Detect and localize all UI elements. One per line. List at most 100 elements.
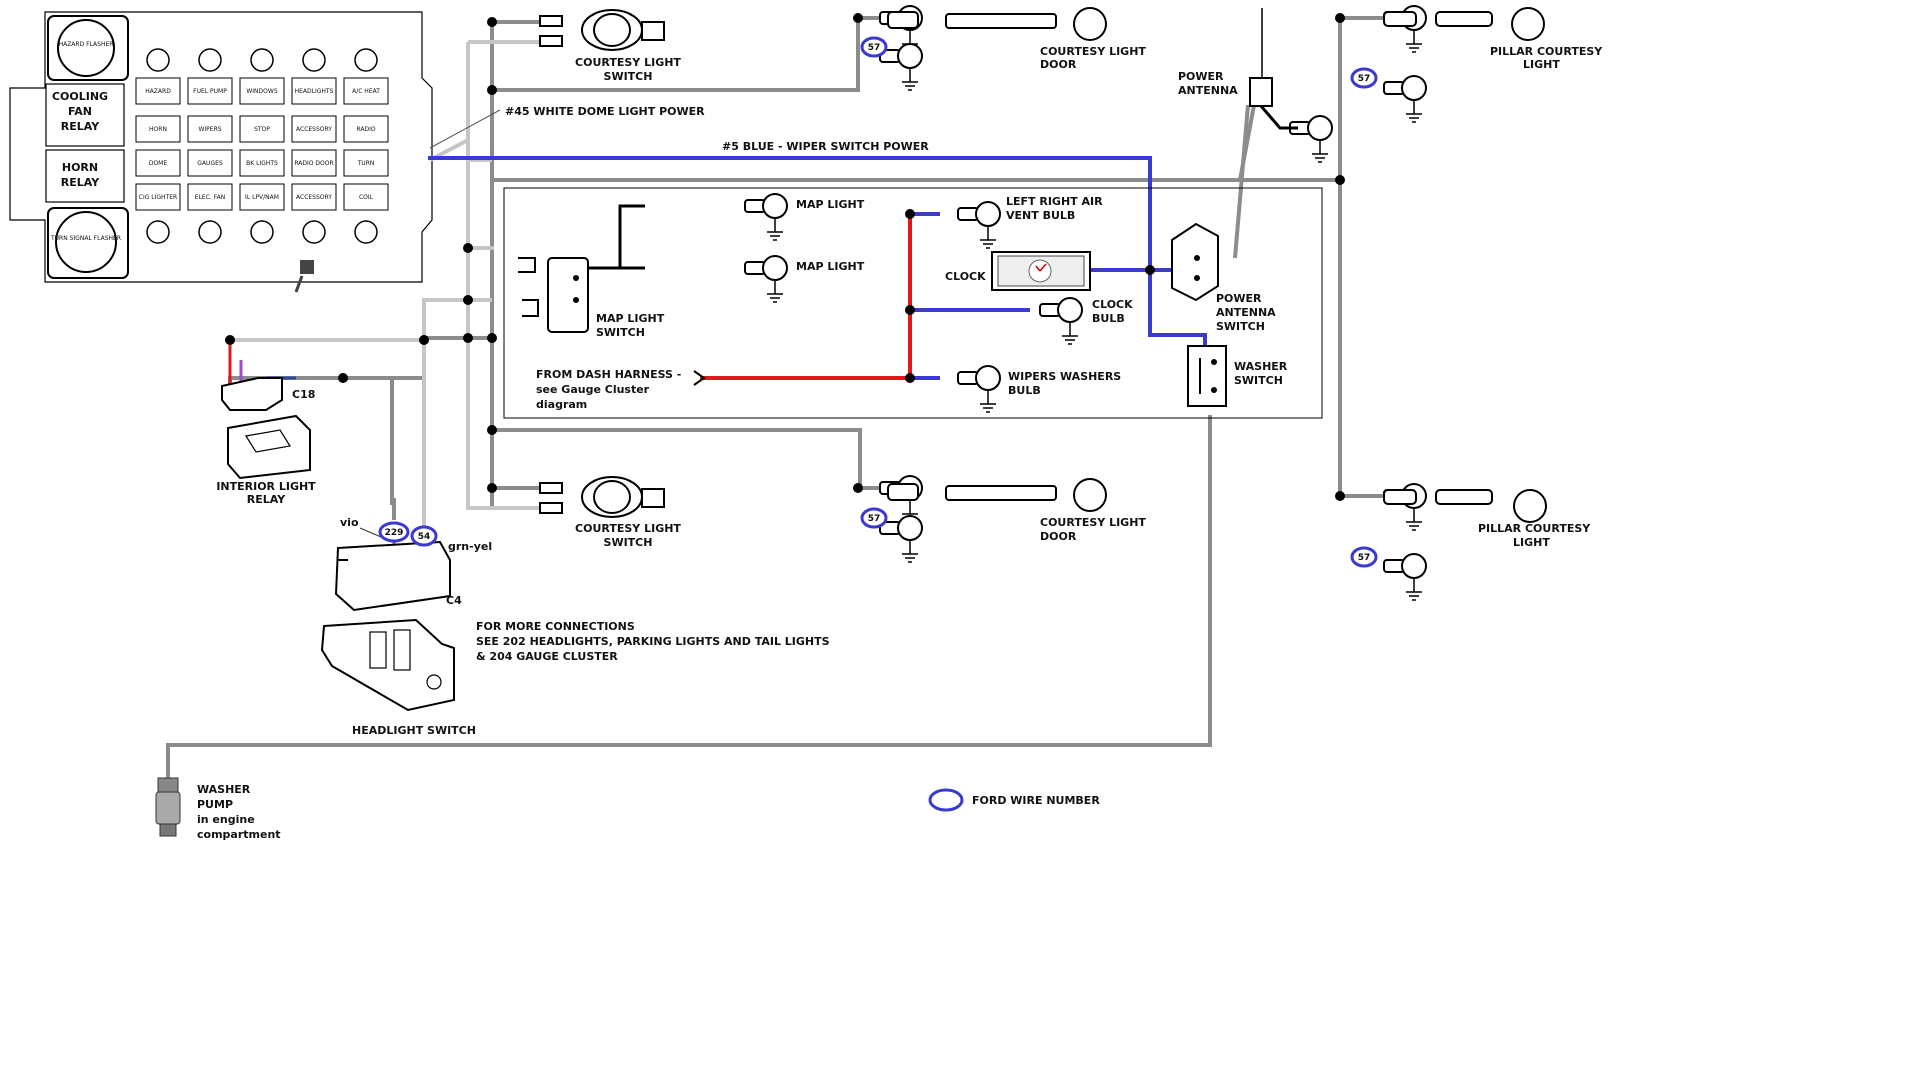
map-light-2-label: MAP LIGHT (796, 260, 865, 273)
svg-text:57: 57 (1358, 553, 1371, 563)
washer-pump (155, 777, 181, 837)
map-light-switch-label-1: MAP LIGHT (596, 312, 665, 325)
wire-number-54: 54 (410, 525, 438, 547)
power-antenna-switch-label-2: ANTENNA (1216, 306, 1276, 319)
headlight-switch-label: HEADLIGHT SWITCH (352, 724, 476, 737)
fuse-label: ACCESSORY (296, 126, 332, 133)
fuse-label: A/C HEAT (352, 88, 380, 95)
courtesy-door-top-label-2: DOOR (1040, 58, 1077, 71)
fuse-slot (291, 115, 337, 143)
wipers-bulb-label-2: BULB (1008, 384, 1041, 397)
socket-vent-bulb (957, 201, 1001, 249)
power-antenna (1249, 8, 1298, 130)
fuse-slot (187, 183, 233, 211)
fuse-label: WIPERS (198, 126, 221, 133)
svg-text:57: 57 (868, 43, 881, 53)
fuse-socket-bottom (198, 220, 222, 244)
clock (991, 251, 1091, 291)
courtesy-door-top-label-1: COURTESY LIGHT (1040, 45, 1146, 58)
fuse-socket-top (198, 48, 222, 72)
vent-bulb-label-1: LEFT RIGHT AIR (1006, 195, 1103, 208)
svg-text:229: 229 (385, 528, 404, 538)
fuse-slot (343, 183, 389, 211)
vio-label: vio (340, 516, 359, 529)
fuse-slot (343, 115, 389, 143)
fuse-label: TURN (357, 160, 375, 167)
dome-wire-leader (429, 109, 501, 149)
svg-text:54: 54 (418, 532, 431, 542)
svg-text:57: 57 (1358, 74, 1371, 84)
clock-bulb-label-1: CLOCK (1092, 298, 1133, 311)
fuse-slot (291, 149, 337, 177)
white-dome-wire-label: #45 WHITE DOME LIGHT POWER (505, 105, 705, 118)
fuse-socket-bottom (354, 220, 378, 244)
washer-pump-label-4: compartment (197, 828, 281, 841)
socket-map-light-1 (744, 193, 788, 241)
fuse-label: FUEL PUMP (193, 88, 227, 95)
courtesy-switch-top (539, 9, 665, 51)
wire-number-57-2: 57 (1350, 67, 1378, 89)
dash-panel-box (503, 187, 1323, 419)
map-light-1-label: MAP LIGHT (796, 198, 865, 211)
fuse-label: ACCESSORY (296, 194, 332, 201)
fuse-socket-bottom (146, 220, 170, 244)
fuse-label: ELEC. FAN (195, 194, 225, 201)
interior-relay-label-2: RELAY (247, 493, 286, 506)
more-connections-label-2: SEE 202 HEADLIGHTS, PARKING LIGHTS AND T… (476, 635, 830, 648)
fuse-slot (187, 115, 233, 143)
fuse-label: DOME (149, 160, 168, 167)
fuse-slot (239, 149, 285, 177)
power-antenna-switch (1171, 222, 1219, 302)
clock-bulb-label-2: BULB (1092, 312, 1125, 325)
horn-relay-label-2: RELAY (61, 176, 100, 189)
power-antenna-label-2: ANTENNA (1178, 84, 1238, 97)
c18-connector (221, 377, 283, 411)
fuse-slot (343, 149, 389, 177)
fuse-label: RADIO (356, 126, 375, 133)
courtesy-switch-top-label-2: SWITCH (604, 70, 653, 83)
washer-pump-label-3: in engine (197, 813, 255, 826)
socket-pillar-bottom-2 (1383, 553, 1427, 601)
fuse-slot (291, 183, 337, 211)
legend-label: FORD WIRE NUMBER (972, 794, 1100, 807)
wires (166, 13, 1384, 778)
from-dash-label-3: diagram (536, 398, 587, 411)
fuse-socket-bottom (302, 220, 326, 244)
fuse-label: IL LPV/NAM (245, 194, 279, 201)
washer-switch-label-2: SWITCH (1234, 374, 1283, 387)
c4-connector (334, 540, 451, 612)
hazard-flasher-label: HAZARD FLASHER (59, 41, 114, 48)
interior-relay-label-1: INTERIOR LIGHT (216, 480, 316, 493)
wire-number-57-4: 57 (1350, 546, 1378, 568)
washer-switch-label-1: WASHER (1234, 360, 1288, 373)
fuse-socket-top (302, 48, 326, 72)
pillar-bottom-label-2: LIGHT (1513, 536, 1550, 549)
legend-ring-icon (928, 788, 964, 812)
courtesy-switch-bottom-label-2: SWITCH (604, 536, 653, 549)
courtesy-door-bottom-label-1: COURTESY LIGHT (1040, 516, 1146, 529)
fuse-socket-top (250, 48, 274, 72)
washer-switch (1187, 345, 1227, 407)
fuse-panel: HAZARD FLASHER COOLING FAN RELAY HORN RE… (9, 11, 433, 293)
arrow-icon (693, 370, 706, 386)
fuse-slot (239, 183, 285, 211)
horn-relay-label-1: HORN (62, 161, 98, 174)
fuse-slot (239, 115, 285, 143)
pillar-courtesy-light-top (1383, 7, 1545, 41)
interior-light-relay (227, 414, 311, 480)
fuse-label: WINDOWS (246, 88, 277, 95)
more-connections-label-1: FOR MORE CONNECTIONS (476, 620, 635, 633)
fuse-slot (187, 77, 233, 105)
fuse-socket-top (146, 48, 170, 72)
wire-number-57-3: 57 (860, 507, 888, 529)
fuse-slot (291, 77, 337, 105)
pillar-bottom-label-1: PILLAR COURTESY (1478, 522, 1591, 535)
socket-wipers-bulb (957, 365, 1001, 413)
courtesy-door-light-top (887, 7, 1107, 41)
socket-pillar-top-2 (1383, 75, 1427, 123)
pillar-top-label-1: PILLAR COURTESY (1490, 45, 1603, 58)
fuse-slot (135, 77, 181, 105)
pillar-courtesy-light-bottom (1383, 489, 1547, 523)
